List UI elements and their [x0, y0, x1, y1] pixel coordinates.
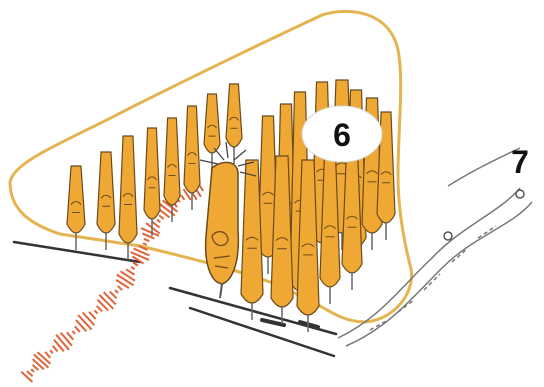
- right-membrane-lower: [190, 308, 334, 356]
- hair-cell-body: [226, 84, 242, 147]
- signal-stroke: [131, 267, 135, 269]
- signal-stroke: [144, 239, 150, 241]
- hair-cell: [119, 136, 137, 260]
- hair-cell-body: [144, 128, 160, 219]
- signal-stroke: [38, 352, 51, 364]
- hair-cell-body: [67, 166, 85, 233]
- signal-stroke: [27, 371, 33, 376]
- signal-stroke: [115, 290, 118, 293]
- signal-stroke: [97, 306, 102, 311]
- hair-cell: [226, 84, 242, 164]
- stimulated-cell-body: [206, 162, 239, 284]
- signal-stroke: [89, 312, 96, 319]
- signal-stroke: [133, 262, 138, 265]
- signal-stroke: [75, 326, 80, 332]
- hair-cell-body: [204, 94, 220, 153]
- signal-stroke: [104, 292, 116, 304]
- signal-stroke: [67, 332, 73, 339]
- signal-stroke: [50, 350, 53, 353]
- hair-cell: [97, 152, 115, 250]
- hair-cell-body: [97, 152, 115, 233]
- hair-cell-body: [119, 136, 137, 243]
- signal-stroke: [33, 359, 44, 369]
- label-6: 6: [300, 112, 384, 158]
- signal-stroke: [45, 352, 50, 358]
- signal-stroke: [21, 372, 32, 382]
- signal-stroke: [118, 286, 122, 290]
- signal-stroke: [143, 243, 147, 245]
- signal-stroke: [157, 220, 160, 223]
- signal-stroke: [117, 275, 134, 286]
- signal-stroke: [159, 215, 164, 219]
- stimulated-cell-stalk: [220, 284, 222, 298]
- signal-stroke: [31, 369, 34, 372]
- signal-stroke: [95, 310, 98, 313]
- signal-stroke: [152, 222, 160, 228]
- hair-cell-body: [164, 118, 180, 205]
- nerve-node: [516, 190, 524, 198]
- signal-stroke: [126, 269, 134, 274]
- signal-stroke: [33, 365, 39, 370]
- signal-stroke: [78, 315, 92, 330]
- signal-stroke: [99, 295, 113, 309]
- signal-stroke: [56, 335, 69, 350]
- hair-cell-body: [184, 106, 200, 193]
- signal-stroke: [181, 195, 184, 200]
- signal-stroke: [53, 346, 58, 352]
- nerve-node: [444, 232, 452, 240]
- signal-stroke: [72, 331, 75, 334]
- label-7: 7: [498, 142, 542, 182]
- signal-stroke: [61, 333, 72, 346]
- hair-cell: [204, 94, 220, 170]
- signal-stroke: [110, 291, 117, 298]
- left-membrane: [14, 242, 140, 262]
